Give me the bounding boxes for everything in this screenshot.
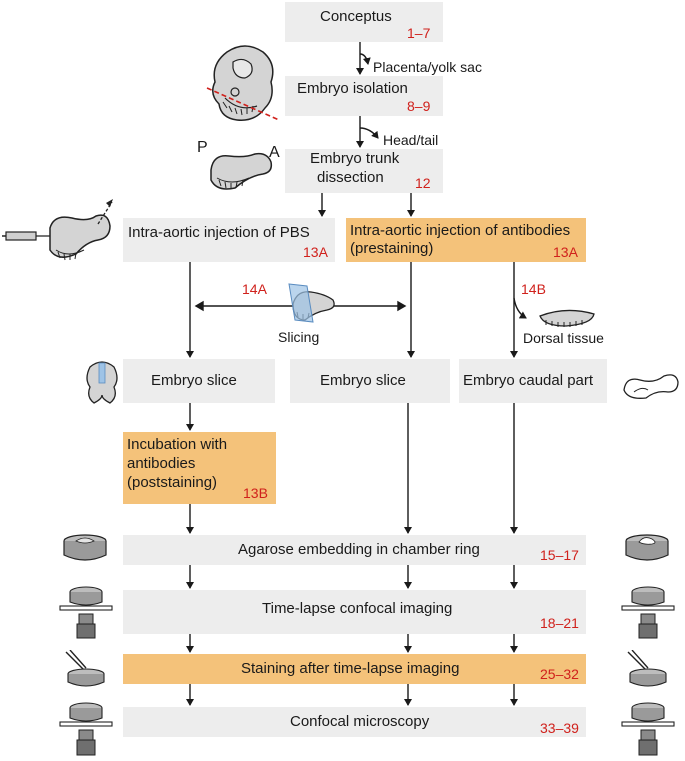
chamber-ring-left-icon: [63, 534, 107, 561]
incubation-box: [123, 432, 276, 504]
embryo-isolation-label: Embryo isolation: [297, 80, 408, 97]
timelapse-label: Time-lapse confocal imaging: [262, 600, 453, 617]
dorsal-tissue-icon: [539, 309, 595, 327]
microscopy-box: [123, 707, 586, 737]
slice-left-box: [123, 359, 275, 403]
embryo-isolation-step: 8–9: [407, 98, 431, 114]
slice-left-label: Embryo slice: [151, 372, 237, 389]
pbs-injection-step: 13A: [303, 244, 328, 260]
slicing-step: 14A: [242, 281, 267, 297]
incubation-label-3: (poststaining): [127, 474, 218, 491]
agarose-label: Agarose embedding in chamber ring: [238, 541, 480, 558]
posterior-marker: P: [197, 139, 208, 156]
placenta-note: Placenta/yolk sac: [373, 59, 482, 75]
incubation-step: 13B: [243, 485, 268, 501]
trunk-dissection-box: [285, 149, 443, 193]
head-tail-note: Head/tail: [383, 132, 439, 148]
microscope-timelapse-left-icon: [59, 586, 113, 639]
conceptus-step: 1–7: [407, 25, 431, 41]
embryo-caudal-icon: [623, 374, 679, 399]
antibody-injection-label-2: (prestaining): [350, 240, 434, 257]
pbs-injection-label: Intra-aortic injection of PBS: [128, 224, 310, 241]
staining-tweezers-left-icon: [65, 650, 105, 687]
slicing-note: Slicing: [278, 329, 320, 345]
conceptus-label: Conceptus: [320, 8, 392, 25]
staining-label: Staining after time-lapse imaging: [241, 660, 460, 677]
microscopy-step: 33–39: [540, 720, 579, 736]
antibody-injection-step: 13A: [553, 244, 578, 260]
incubation-label-2: antibodies: [127, 455, 196, 472]
antibody-injection-box: [346, 218, 586, 262]
staining-box: [123, 654, 586, 684]
caudal-part-label: Embryo caudal part: [463, 372, 594, 389]
antibody-injection-label-1: Intra-aortic injection of antibodies: [350, 222, 571, 239]
microscopy-label: Confocal microscopy: [290, 713, 430, 730]
agarose-box: [123, 535, 586, 565]
trunk-dissection-label-2: dissection: [317, 169, 384, 186]
slicing-blade-icon: [288, 283, 335, 323]
trunk-dissection-label-1: Embryo trunk: [310, 150, 400, 167]
chamber-ring-right-icon: [625, 534, 669, 561]
pbs-injection-box: [123, 218, 335, 262]
trunk-dissection-step: 12: [415, 175, 431, 191]
dorsal-note: Dorsal tissue: [523, 330, 604, 346]
staining-tweezers-right-icon: [627, 650, 667, 687]
anterior-marker: A: [269, 144, 280, 161]
microscope-confocal-left-icon: [59, 702, 113, 756]
microscope-confocal-right-icon: [621, 702, 675, 756]
slice-middle-label: Embryo slice: [320, 372, 406, 389]
conceptus-box: [285, 2, 443, 42]
embryo-isolation-box: [285, 76, 443, 116]
agarose-step: 15–17: [540, 547, 579, 563]
embryo-slice-icon: [86, 361, 118, 404]
timelapse-step: 18–21: [540, 615, 579, 631]
incubation-label-1: Incubation with: [127, 436, 228, 453]
staining-step: 25–32: [540, 666, 579, 682]
syringe-injection-icon: [2, 199, 113, 261]
dorsal-step: 14B: [521, 281, 546, 297]
embryo-trunk-icon: [210, 152, 273, 190]
timelapse-box: [123, 590, 586, 634]
microscope-timelapse-right-icon: [621, 586, 675, 639]
caudal-part-box: [459, 359, 607, 403]
whole-embryo-icon: [206, 45, 280, 121]
slice-middle-box: [290, 359, 450, 403]
